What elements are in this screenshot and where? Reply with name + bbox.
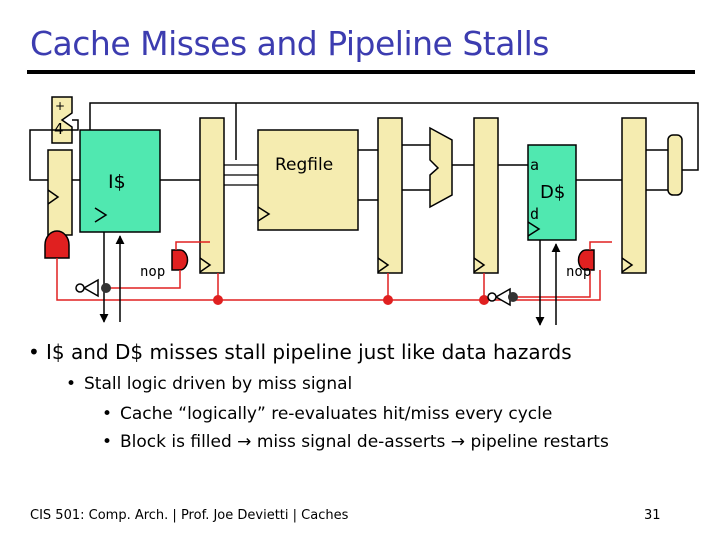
slide-footer: CIS 501: Comp. Arch. | Prof. Joe Deviett… (30, 508, 349, 523)
title-underline (27, 70, 695, 74)
nop-left-label: nop (140, 264, 165, 280)
if-id-register (199, 117, 225, 274)
dcache-label: D$ (540, 182, 565, 203)
adder-four-label: 4 (54, 120, 64, 138)
bullet-level3: • Cache “logically” re-evaluates hit/miss… (102, 404, 552, 424)
mem-wb-register (621, 117, 647, 274)
stall-junctions (213, 295, 489, 305)
regfile-label: Regfile (275, 155, 333, 175)
slide-title: Cache Misses and Pipeline Stalls (30, 24, 549, 63)
alu (429, 126, 453, 209)
icache-label: I$ (108, 171, 126, 193)
ex-mem-register (473, 117, 499, 274)
bullet-dot: • (66, 374, 77, 394)
bullet-dot: • (102, 432, 113, 452)
instruction-cache: I$ (79, 129, 161, 233)
dcache-d-label: d (530, 205, 539, 223)
register-file: Regfile (257, 129, 359, 231)
bullet-text: Block is filled → miss signal de-asserts… (120, 432, 609, 452)
page-number: 31 (644, 508, 661, 523)
bullet-level1: •I$ and D$ misses stall pipeline just li… (28, 340, 572, 364)
bullet-dot: • (28, 340, 40, 364)
dcache-a-label: a (530, 156, 539, 174)
pc-register (47, 149, 73, 236)
bullet-dot: • (102, 404, 113, 424)
bullet-level2: • Stall logic driven by miss signal (66, 374, 352, 394)
bullet-text: Cache “logically” re-evaluates hit/miss … (120, 404, 553, 424)
bullet-text: I$ and D$ misses stall pipeline just lik… (46, 340, 572, 364)
id-ex-register (377, 117, 403, 274)
bullet-text: Stall logic driven by miss signal (84, 374, 353, 394)
nop-right-label: nop (566, 264, 591, 280)
adder-plus-label: + (55, 99, 65, 113)
pc-adder: + 4 (51, 96, 73, 144)
data-cache: a D$ d (527, 144, 577, 241)
pipeline-diagram: + 4 I$ Regfile (29, 96, 699, 326)
bullet-level3: • Block is filled → miss signal de-assert… (102, 432, 609, 452)
miss-signal-inverters (75, 278, 518, 307)
memory-interface (99, 232, 561, 326)
stall-logic-left (44, 230, 595, 271)
writeback-mux (667, 134, 683, 196)
